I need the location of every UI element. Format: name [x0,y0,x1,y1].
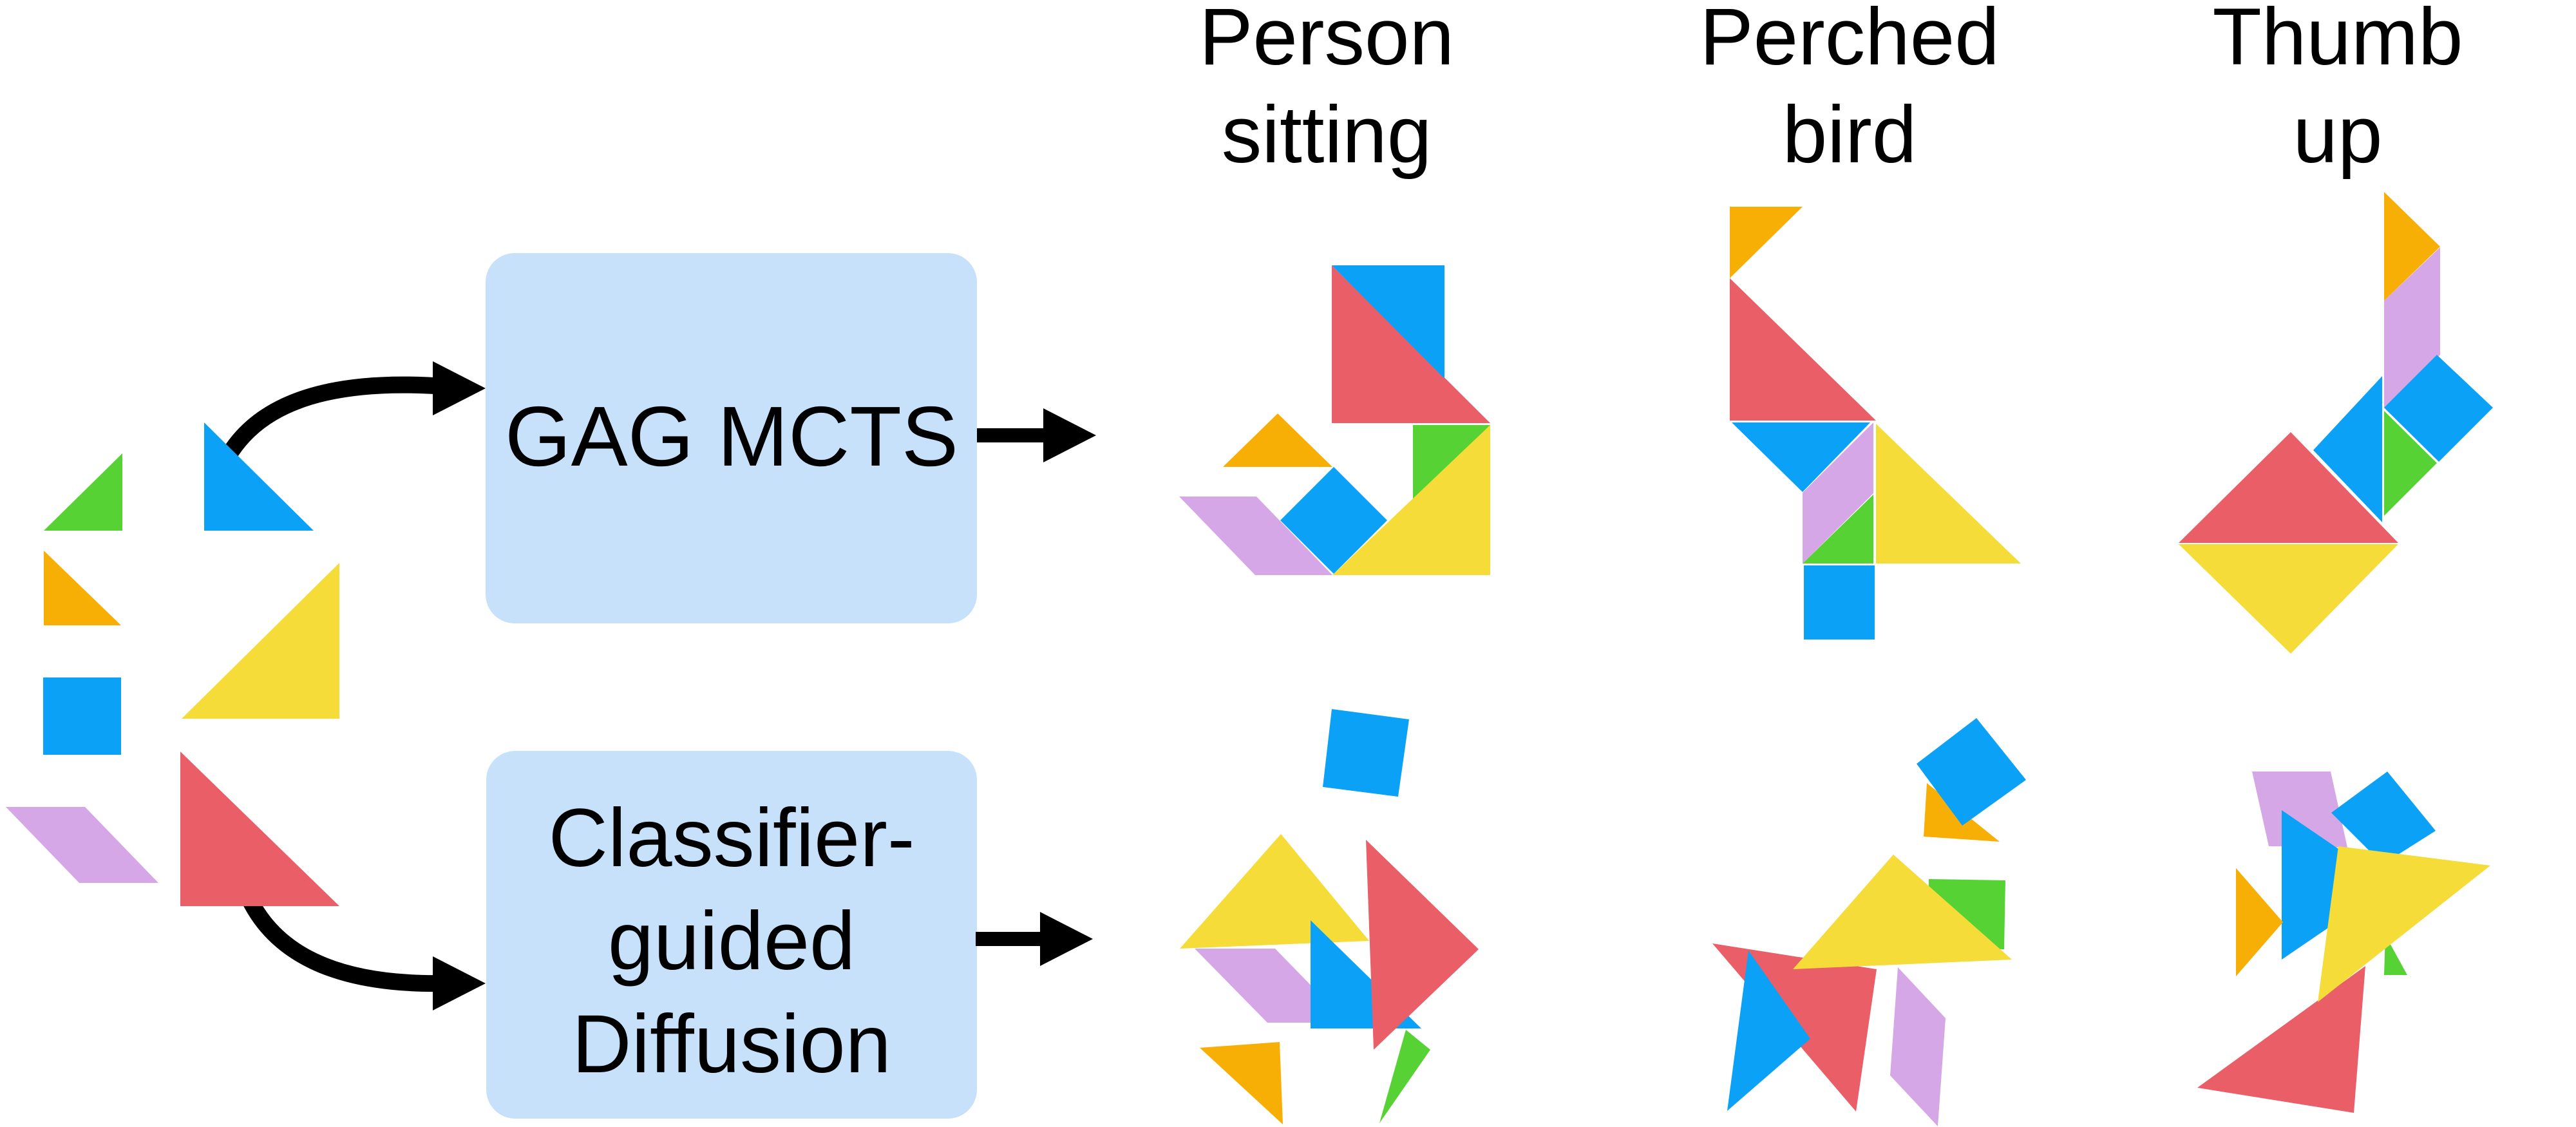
tangram-parallelogram-purple [2252,772,2347,848]
tangram-large-triangle-yellow [1876,424,2021,564]
input-tangram-pieces [6,422,339,906]
tangram-small-triangle-green [1379,1030,1430,1123]
figure-diffusion-thumb-up [2197,772,2490,1113]
tangram-medium-triangle-blue [2313,376,2382,522]
flow-arrows [204,361,1096,1010]
tangram-square-blue [2331,772,2436,864]
tangram-parallelogram-purple [1179,497,1332,575]
tangram-large-triangle-yellow [2318,846,2490,1002]
tangram-medium-triangle-blue [1727,951,1810,1111]
tangram-small-triangle-orange [1730,207,1803,278]
input-to-diffusion-arrowhead-icon [433,956,486,1010]
tangram-small-triangle-green [2384,935,2407,975]
tangram-large-triangle-red [1366,840,1479,1050]
tangram-large-triangle-yellow [2179,544,2398,654]
diffusion-output-arrow-shaft [976,932,1041,946]
tangram-large-triangle-red [2179,432,2398,543]
tangram-large-triangle-red [2197,966,2365,1113]
tangram-large-triangle-yellow [1332,425,1490,575]
tangram-parallelogram-purple [1890,967,1946,1126]
column-header-perched-line1: Perched [1700,0,2000,82]
figure-mcts-person-sitting [1179,265,1490,575]
tangram-square-blue [1917,718,2026,826]
tangram-medium-triangle-blue [1732,422,1870,492]
gag-mcts-box-label: GAG MCTS [505,389,958,484]
tangram-square-blue [1323,709,1409,797]
tangram-small-triangle-orange [2236,868,2283,976]
tangram-square-blue [2384,355,2493,462]
tangram-large-triangle-red [180,752,339,906]
tangram-square-blue [1280,467,1387,574]
column-header-thumb-line2: up [2293,90,2382,180]
input-to-diffusion-arrow-line [236,880,453,992]
column-header-person-line2: sitting [1222,90,1432,180]
labels: Person sitting Perched bird Thumb up GAG… [505,0,2463,1090]
tangram-medium-triangle-blue [1332,265,1444,379]
tangram-square-blue [43,677,121,755]
diffusion-output-arrowhead-icon [1040,912,1093,966]
tangram-small-triangle-orange [2384,192,2440,301]
column-header-perched-line2: bird [1783,90,1917,180]
tangram-small-triangle-orange [44,551,121,625]
figure-diffusion-person-sitting [1180,709,1479,1124]
diffusion-box-label-line1: Classifier- [549,792,915,884]
tangram-parallelogram-purple [1195,949,1347,1023]
tangram-parallelogram-purple [1803,422,1873,564]
pipeline-boxes [486,253,977,1119]
column-header-person-line1: Person [1199,0,1454,82]
diffusion-box-label-line2: guided [608,895,855,987]
gag-mcts-box [486,253,977,623]
figure-mcts-thumb-up [2179,192,2493,654]
tangram-small-triangle-green [2384,411,2437,516]
tangram-large-triangle-yellow [1180,834,1369,949]
tangram-large-triangle-yellow [1793,855,2012,969]
input-to-mcts-arrowhead-icon [433,361,486,415]
tangram-medium-triangle-blue [204,422,314,531]
mcts-output-arrowhead-icon [1043,408,1096,462]
tangram-large-triangle-red [1730,278,1876,421]
figure-diffusion-perched-bird [1712,718,2026,1126]
tangram-small-triangle-orange [1223,413,1332,467]
tangram-square-blue [1804,565,1875,639]
tangram-large-triangle-yellow [182,563,339,719]
diffusion-box-label-line3: Diffusion [572,998,891,1090]
figure-mcts-perched-bird [1730,207,2021,639]
classifier-guided-diffusion-box [486,751,977,1119]
tangram-small-triangle-green [1803,495,1873,564]
mcts-output-arrow-shaft [977,428,1045,442]
column-header-thumb-line1: Thumb [2212,0,2463,82]
tangram-parallelogram-purple [6,807,158,883]
tangram-small-triangle-green [44,453,122,531]
tangram-small-triangle-orange [1200,1042,1283,1124]
